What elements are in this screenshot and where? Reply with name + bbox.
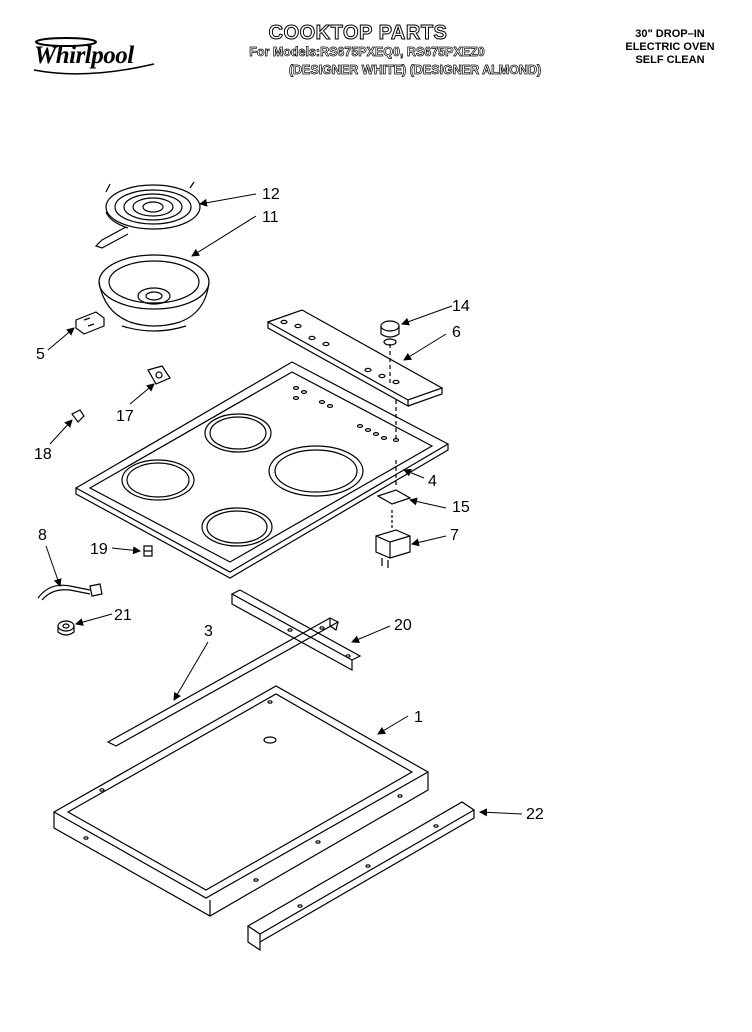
side-rail: [106, 617, 340, 747]
callout-20: 20: [394, 617, 412, 634]
screw-19: [143, 545, 153, 557]
callout-15: 15: [452, 499, 470, 516]
front-trim: [246, 801, 476, 952]
oven-cleaning: SELF CLEAN: [635, 54, 705, 66]
cooktop-box: [52, 685, 430, 917]
callout-1: 1: [414, 709, 423, 726]
callout-21: 21: [114, 607, 132, 624]
drip-bowl: [98, 254, 210, 332]
control-panel: [266, 309, 444, 408]
page-title: COOKTOP PARTS: [268, 22, 448, 45]
receptacle-bracket: [147, 365, 171, 385]
logo-swoosh-icon: [33, 37, 155, 75]
callout-4: 4: [428, 473, 437, 490]
callout-5: 5: [36, 346, 45, 363]
front-bracket: [230, 589, 362, 672]
logo-wordmark: Whirlpool: [34, 42, 134, 69]
model-colors: (DESIGNER WHITE) (DESIGNER ALMOND): [288, 63, 542, 78]
callout-18: 18: [34, 446, 52, 463]
grommet-21: [57, 620, 75, 636]
control-knob: [380, 320, 400, 346]
callout-19: 19: [90, 541, 108, 558]
cooktop: [74, 361, 450, 579]
switch-insulator: [376, 489, 412, 505]
infinite-switch: [375, 510, 411, 568]
oven-type: 30" DROP–IN: [635, 28, 705, 40]
element-receptacle: [75, 311, 105, 335]
fastener-18: [71, 409, 85, 423]
callout-12: 12: [262, 186, 280, 203]
whirlpool-logo: Whirlpool: [26, 34, 158, 78]
callout-22: 22: [526, 806, 544, 823]
oven-description: 30" DROP–IN ELECTRIC OVEN SELF CLEAN: [608, 28, 732, 67]
model-numbers: For Models:RS675PXEQ0, RS675PXEZ0: [249, 45, 485, 60]
callout-14: 14: [452, 298, 470, 315]
callout-17: 17: [116, 408, 134, 425]
callout-3: 3: [204, 623, 213, 640]
callout-8: 8: [38, 527, 47, 544]
wire-harness: [37, 583, 103, 601]
oven-fuel: ELECTRIC OVEN: [625, 41, 715, 53]
surface-element: [94, 181, 201, 249]
callout-7: 7: [450, 527, 459, 544]
callout-11: 11: [262, 209, 279, 226]
callout-6: 6: [452, 324, 461, 341]
